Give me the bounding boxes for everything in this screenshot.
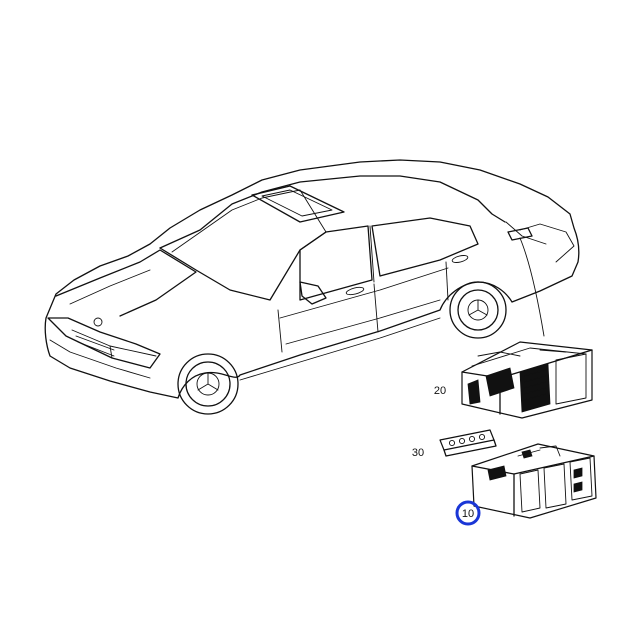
front-wheel [177,353,239,415]
callout-20: 20 [434,385,446,397]
callout-labels: 20 30 10 [412,385,481,526]
part-10-module [471,443,597,519]
callout-label: 30 [412,447,424,459]
rear-wheel [449,281,507,339]
callout-10: 10 [455,500,481,526]
sedan-car-illustration [44,159,580,415]
part-30-connector-strip [439,429,497,457]
callout-30: 30 [412,447,424,459]
highlight-ring [455,500,481,526]
part-20-control-unit [461,341,593,419]
callout-label: 20 [434,385,446,397]
callout-label: 10 [462,508,474,520]
